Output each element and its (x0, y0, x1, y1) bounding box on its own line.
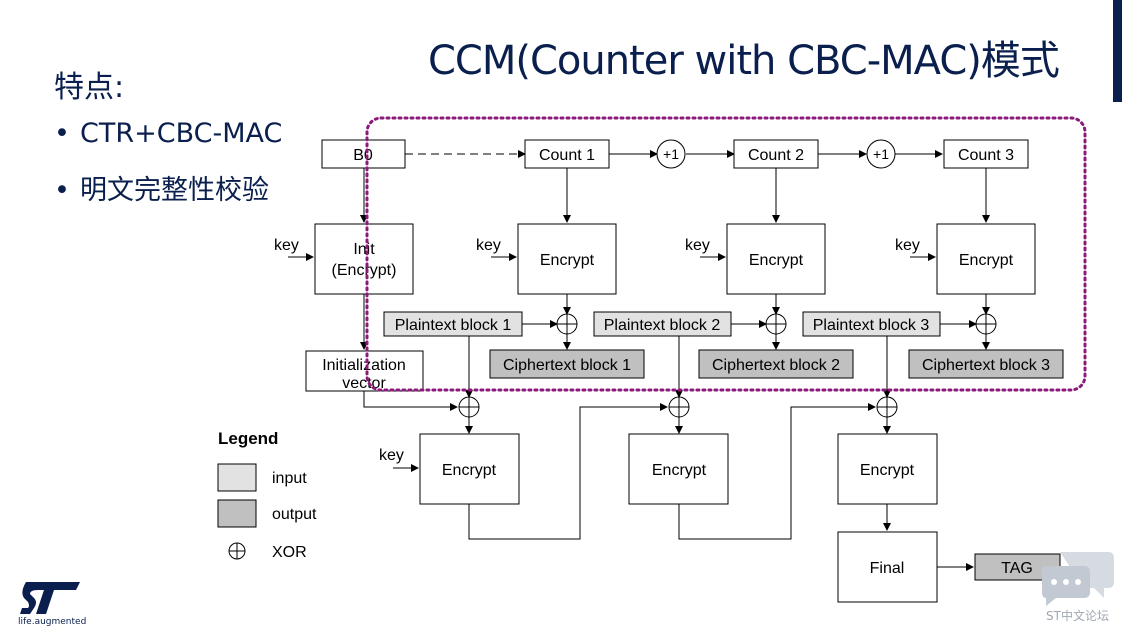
ctr-highlight-region (365, 116, 1087, 392)
svg-text:Count 2: Count 2 (748, 147, 804, 164)
xor-node-mac-3 (876, 396, 898, 418)
xor-node-ctr-1 (556, 313, 578, 335)
ctr-encrypt-box-3: Encrypt (936, 223, 1036, 295)
plaintext-block-1: Plaintext block 1 (383, 311, 523, 337)
svg-text:Ciphertext block 2: Ciphertext block 2 (712, 357, 840, 374)
key-label: key (685, 237, 710, 254)
st-tagline: life.augmented (18, 617, 87, 627)
xor-node-ctr-3 (975, 313, 997, 335)
counter-box-1: Count 1 (524, 139, 610, 169)
bullet-item: •明文完整性校验 (54, 175, 269, 206)
b0-box: B0 (321, 139, 406, 169)
legend-output-label: output (272, 506, 317, 523)
svg-text:Encrypt: Encrypt (652, 462, 707, 479)
watermark-text: ST中文论坛 (1046, 609, 1109, 623)
mac-encrypt-box-2: Encrypt (628, 433, 729, 505)
svg-text:Ciphertext block 1: Ciphertext block 1 (503, 357, 631, 374)
ctr-encrypt-box-2: Encrypt (726, 223, 826, 295)
slide-title: CCM(Counter with CBC-MAC)模式 (428, 38, 1060, 84)
key-label: key (274, 237, 299, 254)
bullet-text: CTR+CBC-MAC (80, 118, 283, 149)
legend-xor-icon (228, 542, 246, 560)
svg-text:(Encrypt): (Encrypt) (332, 262, 397, 279)
legend-input-swatch (217, 463, 257, 492)
increment-node-2: +1 (866, 139, 896, 169)
st-logo-icon (20, 582, 80, 614)
svg-text:+1: +1 (873, 146, 889, 162)
svg-text:Encrypt: Encrypt (749, 252, 804, 269)
key-label: key (379, 447, 404, 464)
counter-box-3: Count 3 (943, 139, 1029, 169)
initialization-vector-box: Initialization vector (305, 350, 424, 392)
plaintext-block-2: Plaintext block 2 (593, 311, 732, 337)
svg-text:B0: B0 (353, 147, 373, 164)
ciphertext-block-3: Ciphertext block 3 (908, 349, 1064, 379)
init-encrypt-box: Init (Encrypt) (314, 223, 414, 295)
svg-text:Init: Init (353, 241, 375, 258)
key-label: key (476, 237, 501, 254)
legend-xor-label: XOR (272, 544, 307, 561)
svg-text:+1: +1 (663, 146, 679, 162)
legend-title: Legend (218, 429, 278, 448)
connection-lines (288, 150, 990, 571)
svg-text:TAG: TAG (1001, 560, 1033, 577)
svg-text:Ciphertext block 3: Ciphertext block 3 (922, 357, 1050, 374)
xor-node-mac-1 (458, 396, 480, 418)
legend-output-swatch (217, 499, 257, 528)
svg-text:Count 1: Count 1 (539, 147, 595, 164)
final-box: Final (837, 531, 938, 603)
xor-node-mac-2 (668, 396, 690, 418)
svg-text:Plaintext block 1: Plaintext block 1 (395, 317, 512, 334)
mac-encrypt-box-1: Encrypt (419, 433, 520, 505)
plaintext-block-3: Plaintext block 3 (802, 311, 941, 337)
svg-text:Final: Final (870, 560, 905, 577)
mac-encrypt-box-3: Encrypt (837, 433, 938, 505)
increment-node-1: +1 (656, 139, 686, 169)
svg-text:Count 3: Count 3 (958, 147, 1014, 164)
bullet-item: •CTR+CBC-MAC (54, 118, 283, 149)
legend: Legend input output XOR (217, 429, 317, 561)
features-heading: 特点: (54, 70, 125, 105)
legend-input-label: input (272, 470, 307, 487)
counter-box-2: Count 2 (733, 139, 819, 169)
chat-bubble-icon (1042, 552, 1114, 606)
ciphertext-block-1: Ciphertext block 1 (489, 349, 645, 379)
ciphertext-block-2: Ciphertext block 2 (698, 349, 854, 379)
svg-text:Encrypt: Encrypt (442, 462, 497, 479)
svg-text:Plaintext block 2: Plaintext block 2 (604, 317, 721, 334)
svg-text:Plaintext block 3: Plaintext block 3 (813, 317, 930, 334)
svg-text:Encrypt: Encrypt (540, 252, 595, 269)
key-label: key (895, 237, 920, 254)
svg-text:Encrypt: Encrypt (959, 252, 1014, 269)
svg-text:Encrypt: Encrypt (860, 462, 915, 479)
svg-text:Initialization: Initialization (322, 357, 406, 374)
bullet-text: 明文完整性校验 (80, 175, 269, 206)
accent-bar (1113, 0, 1122, 102)
ctr-encrypt-box-1: Encrypt (517, 223, 617, 295)
xor-node-ctr-2 (765, 313, 787, 335)
